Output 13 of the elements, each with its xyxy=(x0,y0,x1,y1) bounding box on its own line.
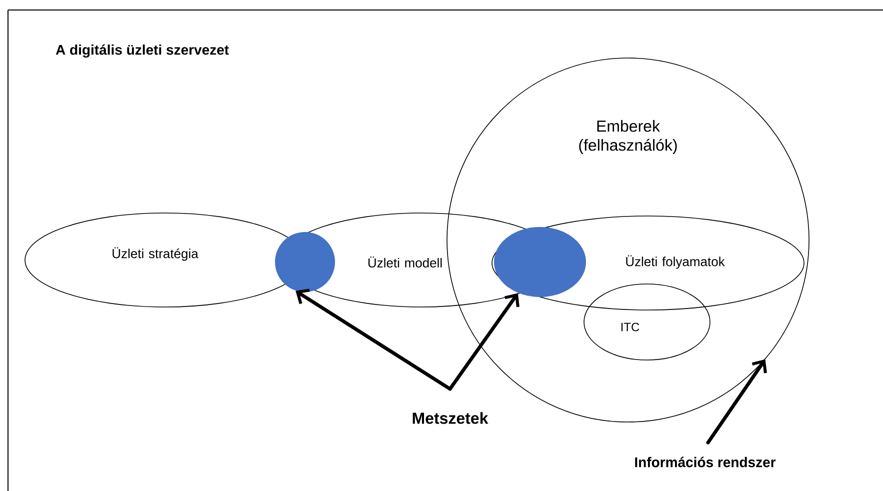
arrow xyxy=(296,288,452,391)
arrow xyxy=(706,359,767,444)
ellipse-label: Üzleti modell xyxy=(368,256,442,268)
intersection-blob xyxy=(275,232,335,292)
ellipse-label: Üzleti stratégia xyxy=(112,247,198,261)
ellipse-label: Emberek (felhasználók) xyxy=(579,120,677,154)
ellipse-label: ITC xyxy=(621,322,640,332)
callout-label: Metszetek xyxy=(412,412,488,424)
intersection-blob xyxy=(494,227,586,297)
ellipse-label: Üzleti folyamatok xyxy=(626,255,725,269)
callout-label: Információs rendszer xyxy=(635,456,776,468)
title: A digitális üzleti szervezet xyxy=(56,44,229,58)
arrow xyxy=(448,293,520,391)
